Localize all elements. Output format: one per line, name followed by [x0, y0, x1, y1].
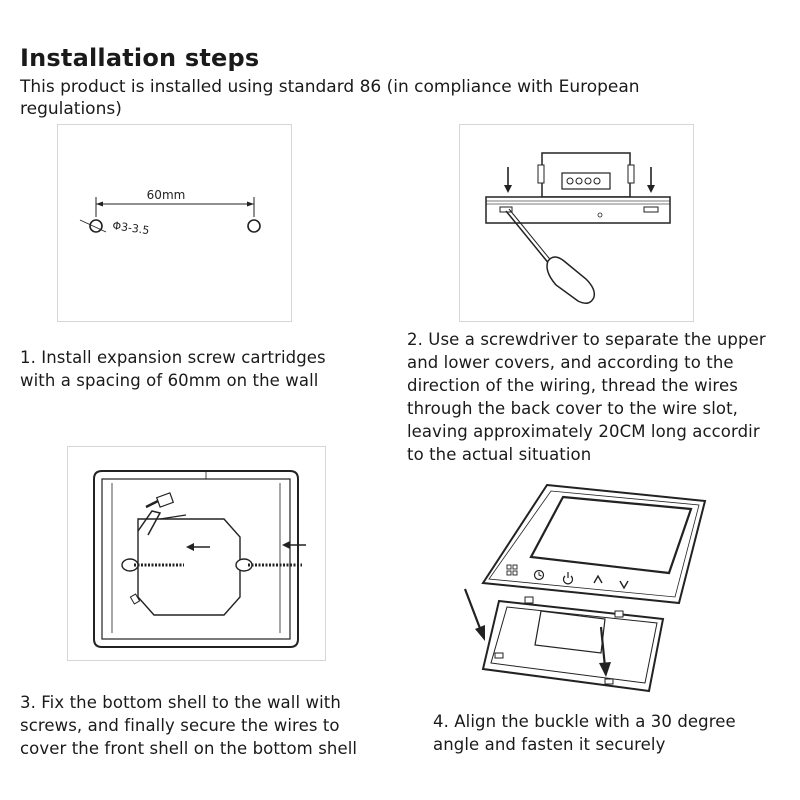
step-4-figure [455, 483, 717, 700]
step-3-text: 3. Fix the bottom shell to the wall with… [20, 693, 358, 758]
clock-icon [533, 569, 545, 581]
cover-separation-diagram [485, 152, 671, 304]
screwdriver-handle [546, 256, 596, 304]
step-1-figure: 60mm Φ3-3.5 [57, 124, 292, 322]
grid-icon [506, 564, 518, 576]
diameter-label: Φ3-3.5 [112, 219, 151, 237]
step-2-text: 2. Use a screwdriver to separate the upp… [407, 330, 766, 464]
step-3-figure [67, 446, 326, 661]
step-4-text: 4. Align the buckle with a 30 degree ang… [433, 712, 736, 754]
step-1-text: 1. Install expansion screw cartridges wi… [20, 348, 326, 390]
wall-hole-spacing-diagram: 60mm Φ3-3.5 [79, 188, 261, 237]
up-arrow-icon [593, 574, 603, 584]
spacing-label: 60mm [147, 188, 186, 202]
left-hole [89, 219, 103, 233]
down-arrow-icon [619, 580, 629, 590]
power-icon [562, 572, 574, 585]
intro-text: This product is installed using standard… [20, 77, 640, 119]
device-screen [529, 495, 693, 575]
page-title: Installation steps [20, 44, 260, 72]
screwdriver-shaft [505, 210, 551, 266]
front-shell-buckle-diagram [463, 483, 707, 693]
step-2-figure [459, 124, 694, 322]
bottom-shell-fixing-diagram [93, 470, 306, 648]
right-hole [247, 219, 261, 233]
